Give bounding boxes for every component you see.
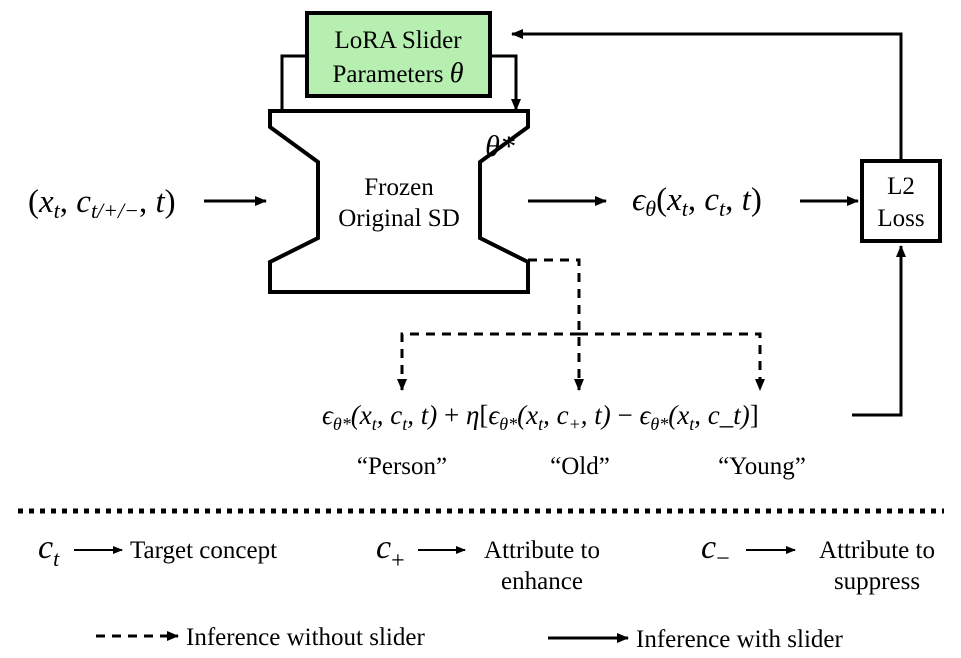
dashed-branch-main (528, 258, 584, 391)
dashed-branch-right (579, 332, 765, 391)
prompt-person: “Person” (357, 453, 447, 480)
legend-ct-symbol: ct (38, 529, 60, 571)
theta-star-label: θ* (485, 130, 515, 163)
lora-right-arrow (490, 54, 521, 111)
lora-box-line2: Parameters θ (332, 58, 463, 89)
prompt-old: “Old” (550, 453, 610, 480)
legend-cplus-symbol: c+ (376, 529, 405, 574)
lora-left-connector (280, 54, 307, 110)
loss-feedback-arrow (511, 29, 903, 161)
l2-loss-line2: Loss (877, 205, 924, 232)
legend-cplus-label-line2: enhance (501, 568, 583, 595)
l2-loss-line1: L2 (887, 173, 915, 200)
legend-cminus-symbol: c− (701, 529, 730, 572)
guidance-to-loss-arrow (852, 245, 906, 417)
prompt-young: “Young” (718, 453, 806, 480)
legend-dashed-label: Inference without slider (186, 624, 425, 651)
legend-cplus-label-line1: Attribute to (484, 537, 600, 564)
frozen-sd-hourglass (268, 109, 530, 294)
dashed-branch-left (397, 332, 579, 391)
frozen-sd-line2: Original SD (338, 205, 460, 232)
legend-cminus-label-line1: Attribute to (819, 537, 935, 564)
legend-solid-label: Inference with slider (636, 626, 844, 653)
lora-box-line1: LoRA Slider (334, 27, 462, 54)
legend-cminus-label-line2: suppress (834, 568, 920, 595)
output-expression: ϵθ(xt, ct, t) (632, 182, 762, 221)
frozen-sd-line1: Frozen (364, 174, 434, 201)
guidance-formula: ϵθ*(xt, ct, t) + η[ϵθ*(xt, c+, t) − ϵθ*(… (322, 400, 759, 434)
legend-ct-label: Target concept (130, 537, 277, 564)
input-expression: (xt, ct/+/−, t) (28, 184, 176, 223)
